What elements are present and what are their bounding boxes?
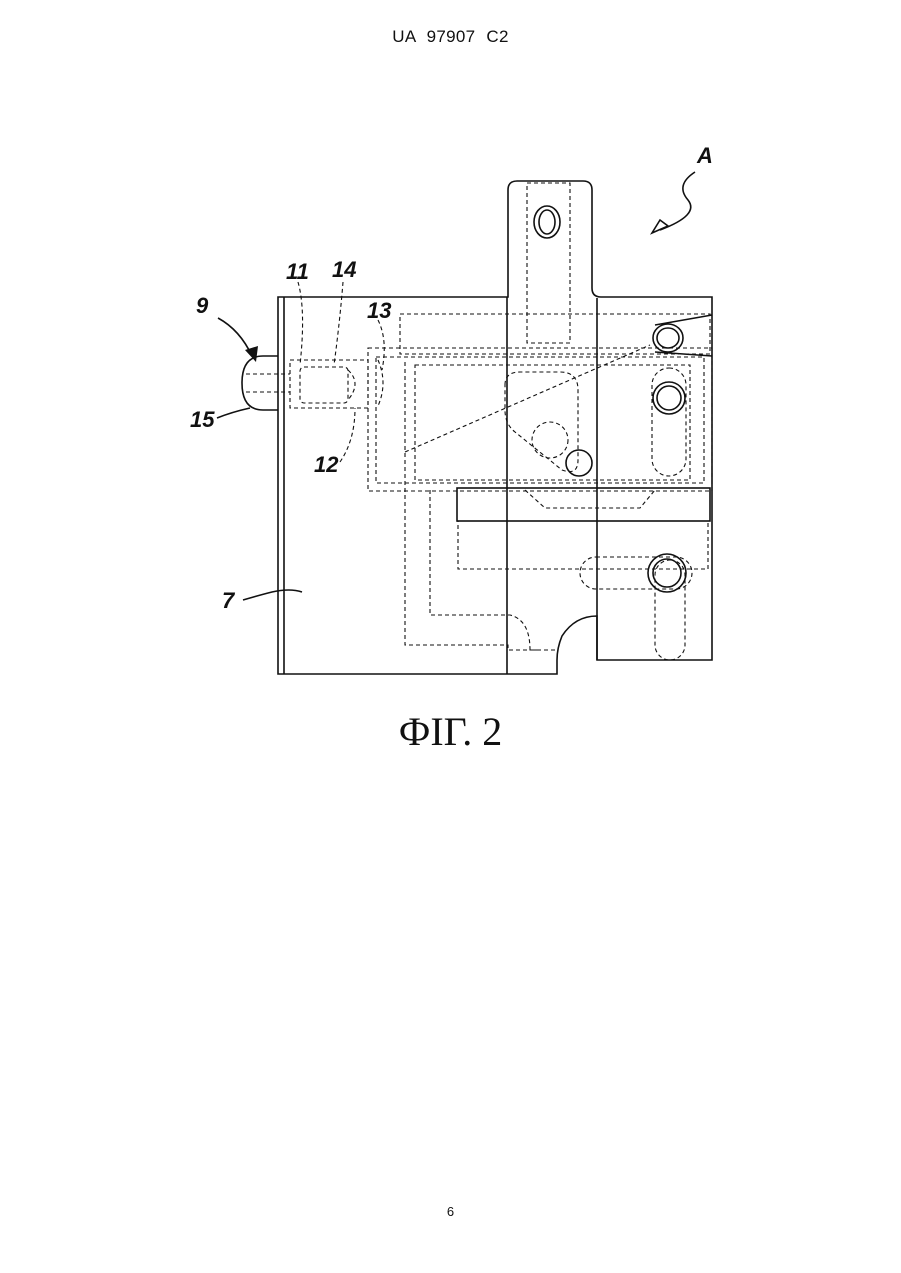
lower-rail: [458, 521, 708, 569]
leader-12: [340, 408, 355, 462]
label-a: A: [696, 143, 713, 168]
latch-recess: [378, 360, 383, 406]
latch-knob: [242, 356, 278, 410]
lower-step: [430, 490, 540, 650]
label-15: 15: [190, 407, 215, 432]
figure-caption: ФІГ. 2: [0, 708, 901, 755]
cam-circle: [532, 422, 568, 458]
label-9: 9: [196, 293, 209, 318]
carriage-inner: [376, 357, 704, 483]
tab-hole-inner: [539, 210, 555, 234]
vertical-slot: [652, 368, 686, 476]
pin-bottom-inner: [653, 559, 681, 587]
arrow-a: [652, 220, 668, 233]
tab-slot: [527, 183, 570, 343]
label-11: 11: [286, 259, 309, 284]
latch-tip: [348, 370, 355, 400]
page-number: 6: [0, 1204, 901, 1219]
label-12: 12: [314, 452, 339, 477]
label-7: 7: [222, 588, 236, 613]
inner-panel: [405, 362, 557, 650]
bar-cutout: [525, 490, 655, 508]
pin-lower: [566, 450, 592, 476]
leader-14: [334, 282, 343, 365]
leader-15: [217, 408, 250, 418]
leader-a: [660, 172, 695, 230]
pin-upper-inner: [657, 328, 679, 348]
diagonal-link: [405, 345, 650, 452]
latch-pin: [300, 367, 348, 403]
plate-outline: [278, 181, 712, 674]
leader-7: [243, 590, 302, 600]
label-14: 14: [332, 257, 356, 282]
leader-11: [298, 282, 303, 365]
pin-middle-inner: [657, 386, 681, 410]
horizontal-bar: [457, 488, 710, 521]
label-13: 13: [367, 298, 391, 323]
carriage: [368, 348, 712, 491]
